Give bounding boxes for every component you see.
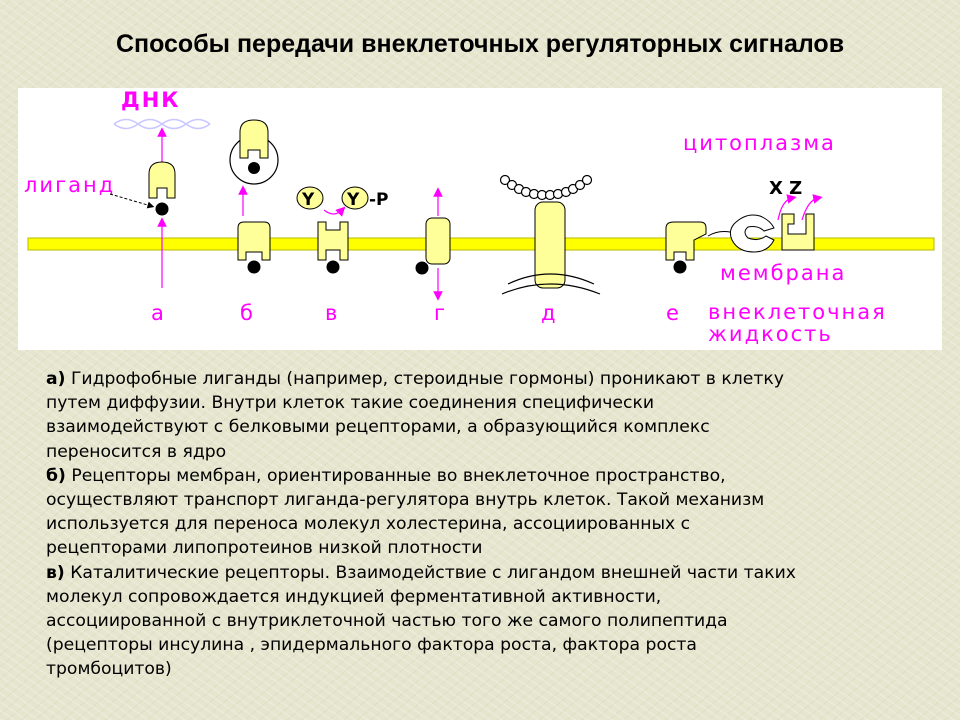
y-p-label: Y <box>346 190 360 210</box>
mechanism-d: д <box>499 174 601 325</box>
g-protein <box>729 214 775 253</box>
ligand-b-internal <box>248 162 260 174</box>
paragraph-line: используется для переноса молекул холест… <box>46 514 691 535</box>
paragraph-line: ассоциированной с внутриклеточной частью… <box>46 611 728 632</box>
mechanism-label-e: е <box>666 301 681 325</box>
paragraph-v: в) Каталитические рецепторы. Взаимодейст… <box>46 561 926 682</box>
xz-label: X Z <box>769 178 802 199</box>
paragraph-line: молекул сопровождается индукцией фермент… <box>46 586 662 607</box>
paragraph-a: а) Гидрофобные лиганды (например, стерои… <box>46 367 926 464</box>
receptor-b <box>237 221 271 261</box>
mechanism-label-g: г <box>434 301 447 325</box>
description-text: а) Гидрофобные лиганды (например, стерои… <box>46 367 926 682</box>
ligand-e <box>673 260 687 274</box>
signal-transfer-diagram: ДНК лиганд а б Y <box>18 88 942 350</box>
ligand-label: лиганд <box>24 173 115 197</box>
receptor-d <box>534 201 566 289</box>
page-title: Способы передачи внеклеточных регуляторн… <box>115 30 845 58</box>
ligand-g <box>415 261 429 275</box>
receptor-e <box>665 221 707 261</box>
mechanism-e: цитоплазма X Z мембрана внеклеточная жид… <box>665 131 887 346</box>
ligand-v <box>326 260 340 274</box>
phosphate-label: -Р <box>369 190 389 210</box>
paragraph-line: Каталитические рецепторы. Взаимодействие… <box>70 562 796 583</box>
paragraph-line: взаимодействуют с белковыми рецепторами,… <box>46 417 710 438</box>
mechanism-b: б <box>229 119 279 325</box>
cytoplasm-label: цитоплазма <box>683 131 836 155</box>
paragraph-line: Рецепторы мембран, ориентированные во вн… <box>71 465 726 486</box>
paragraph-b: б) Рецепторы мембран, ориентированные во… <box>46 464 926 561</box>
mechanism-label-b: б <box>240 301 255 325</box>
receptor-g <box>425 217 451 265</box>
bead-chain-icon <box>499 174 593 201</box>
paragraph-line: (рецепторы инсулина , эпидермального фак… <box>46 635 697 656</box>
receptor-a <box>148 161 176 199</box>
mechanism-v: Y Y -Р в <box>296 186 389 325</box>
paragraph-line: тромбоцитов) <box>46 659 172 680</box>
mechanism-label-v: в <box>325 301 339 325</box>
extracellular-label-2: жидкость <box>708 322 833 346</box>
receptor-b-internal <box>239 119 269 159</box>
receptor-v <box>317 221 349 261</box>
paragraph-marker: в) <box>46 562 65 583</box>
dna-helix-icon <box>113 118 211 130</box>
paragraph-marker: б) <box>46 465 66 486</box>
paragraph-marker: а) <box>46 369 66 389</box>
mechanism-a: ДНК лиганд а <box>24 88 211 325</box>
mechanism-label-a: а <box>151 301 166 325</box>
dna-label: ДНК <box>121 88 180 112</box>
effector-protein <box>781 213 815 251</box>
ligand-a <box>155 202 169 216</box>
membrane-label: мембрана <box>720 261 846 285</box>
extracellular-label-1: внеклеточная <box>708 300 887 324</box>
mechanism-label-d: д <box>541 301 558 325</box>
y-label: Y <box>301 190 315 210</box>
diagram-svg: ДНК лиганд а б Y <box>24 88 935 346</box>
paragraph-line: переносится в ядро <box>46 441 227 462</box>
ligand-b <box>247 260 261 274</box>
paragraph-line: путем диффузии. Внутри клеток такие соед… <box>46 393 654 414</box>
mechanism-g: г <box>415 187 451 325</box>
paragraph-line: Гидрофобные лиганды (например, стероидны… <box>70 369 784 389</box>
paragraph-line: рецепторами липопротеинов низкой плотнос… <box>46 538 483 559</box>
paragraph-line: осуществляют транспорт лиганда-регулятор… <box>46 490 765 511</box>
